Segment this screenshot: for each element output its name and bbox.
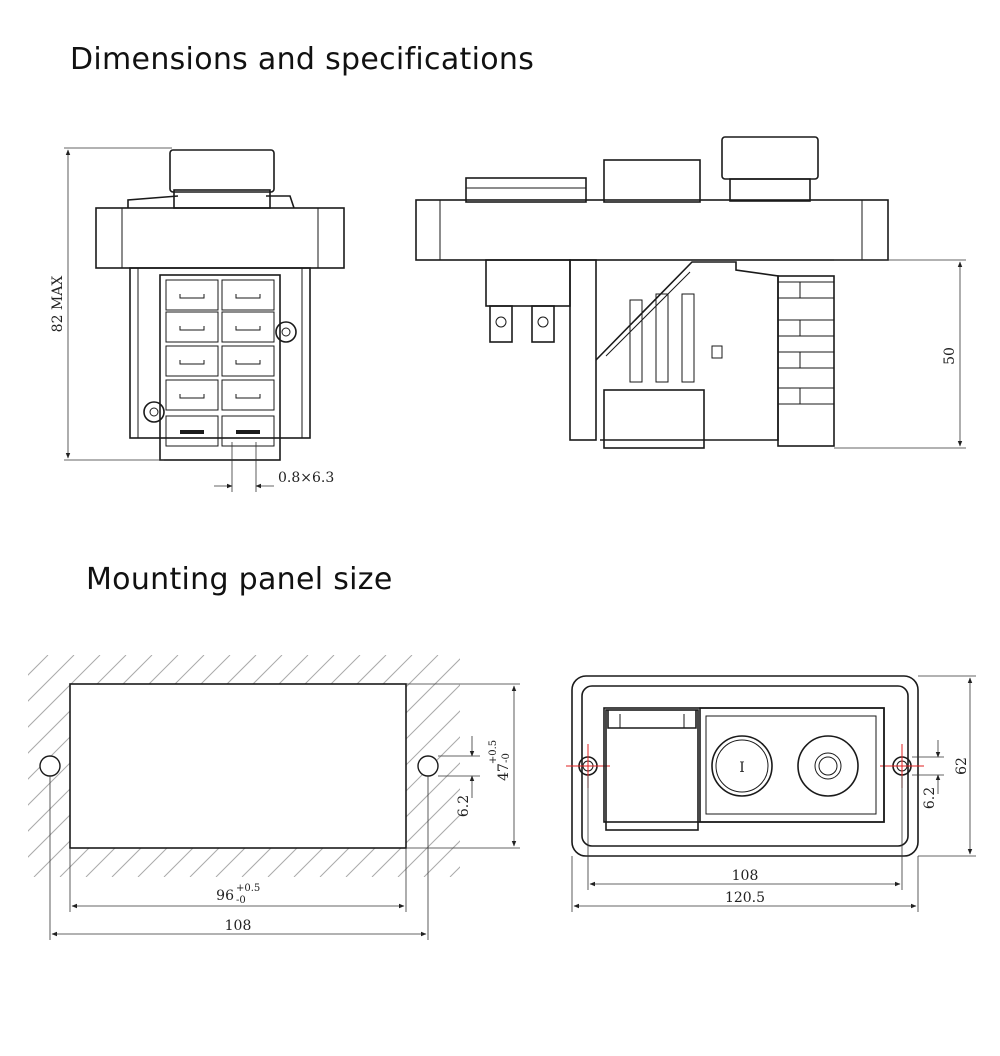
terminal-cell <box>165 415 219 447</box>
hatch-line <box>684 655 906 877</box>
side-terminal <box>778 281 834 299</box>
mounting-heading: Mounting panel size <box>86 562 393 597</box>
cutout-height-tol-lower: -0 <box>501 753 512 763</box>
button-symbol-label: I <box>739 760 745 776</box>
cutout-hole-label: 6.2 <box>456 795 472 817</box>
terminal-cell <box>165 379 219 411</box>
hatch-line <box>371 788 460 877</box>
terminal-cell <box>165 311 219 343</box>
terminal-blade <box>235 394 261 399</box>
terminal-blade <box>235 326 261 331</box>
cutout-width-tol-upper: +0.5 <box>236 883 260 894</box>
terminal-cell <box>221 379 275 411</box>
side-view-drawing: 50 <box>415 136 966 449</box>
front-plate-drawing: I 62 6.2 108 120.5 <box>566 675 976 912</box>
cutout-height-tol-upper: +0.5 <box>488 740 499 764</box>
side-depth-label: 50 <box>942 347 958 365</box>
terminal-blade <box>179 394 205 399</box>
plate-overall-width-label: 120.5 <box>725 890 765 906</box>
hatch-line <box>502 655 724 877</box>
front-height-label: 82 MAX <box>50 276 66 333</box>
terminal-cell <box>221 345 275 377</box>
cutout-width-tol-lower: -0 <box>236 895 246 906</box>
dimensions-heading: Dimensions and specifications <box>70 42 535 77</box>
side-terminal <box>778 387 834 405</box>
terminal-blade <box>235 294 261 299</box>
terminal-cell <box>165 279 219 311</box>
terminal-blade <box>179 294 205 299</box>
hatch-line <box>658 655 880 877</box>
terminal-blade <box>235 360 261 365</box>
hatch-line <box>0 655 22 877</box>
hatch-line <box>528 655 750 877</box>
hatch-line <box>606 655 828 877</box>
hatch-line <box>449 866 460 877</box>
terminal-blade <box>179 326 205 331</box>
cutout-height-label: 47 <box>496 763 512 781</box>
terminal-size-label: 0.8×6.3 <box>278 470 334 486</box>
side-terminal <box>778 319 834 337</box>
hatch-line <box>28 655 101 728</box>
terminal-cell <box>221 279 275 311</box>
terminal-blade <box>236 430 260 434</box>
plate-hole-spacing-label: 108 <box>732 868 759 884</box>
panel-cutout-drawing: 47 +0.5 -0 6.2 96 +0.5 -0 108 <box>0 655 906 940</box>
terminal-cell <box>221 415 275 447</box>
side-terminal <box>778 351 834 369</box>
hatch-line <box>397 814 460 877</box>
cutout-total-width-label: 108 <box>225 918 252 934</box>
plate-height-label: 62 <box>954 757 970 775</box>
plate-hole-label: 6.2 <box>922 787 938 809</box>
front-view-drawing: 82 MAX 0.8×6.3 <box>50 147 345 492</box>
terminal-blade <box>179 360 205 365</box>
terminal-cell <box>165 345 219 377</box>
cutout-width-label: 96 <box>216 888 234 904</box>
terminal-cell <box>221 311 275 343</box>
terminal-blade <box>180 430 204 434</box>
hatch-line <box>580 655 802 877</box>
hatch-line <box>28 655 75 702</box>
